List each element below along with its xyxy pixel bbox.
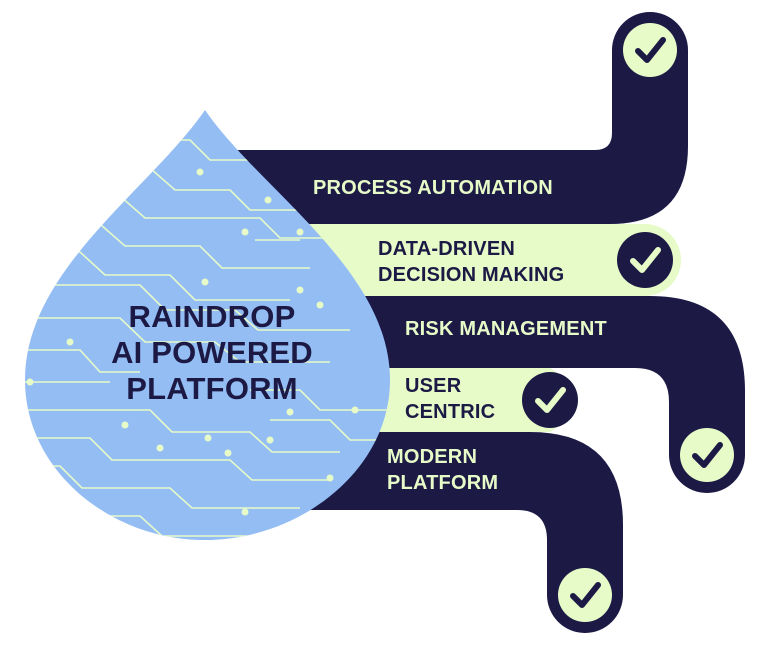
branch-band-modern-platform [300, 432, 623, 633]
drop-title-line-3: PLATFORM [126, 371, 298, 406]
check-icon [558, 568, 612, 622]
branch-label-modern-platform-line-2: PLATFORM [387, 472, 498, 494]
check-icon [623, 23, 677, 77]
branch-band-risk-management [300, 296, 745, 493]
drop-title-line-2: AI POWERED [111, 335, 313, 370]
check-icon [522, 372, 578, 428]
branch-label-user-centric-line-2: CENTRIC [405, 401, 495, 423]
branch-label-user-centric-line-1: USER [405, 375, 462, 397]
branch-label-risk-management: RISK MANAGEMENT [405, 318, 607, 340]
branch-label-modern-platform-line-1: MODERN [387, 446, 477, 468]
drop-title-line-1: RAINDROP [129, 299, 296, 334]
branch-label-data-driven-line-1: DATA-DRIVEN [378, 238, 515, 260]
branch-band-process-automation [230, 12, 688, 224]
check-icon [617, 232, 673, 288]
branch-band-data-driven [280, 224, 681, 296]
raindrop-shape [25, 110, 390, 540]
check-icon [680, 428, 734, 482]
branch-label-data-driven-line-2: DECISION MAKING [378, 264, 564, 286]
branch-label-process-automation: PROCESS AUTOMATION [313, 177, 553, 199]
